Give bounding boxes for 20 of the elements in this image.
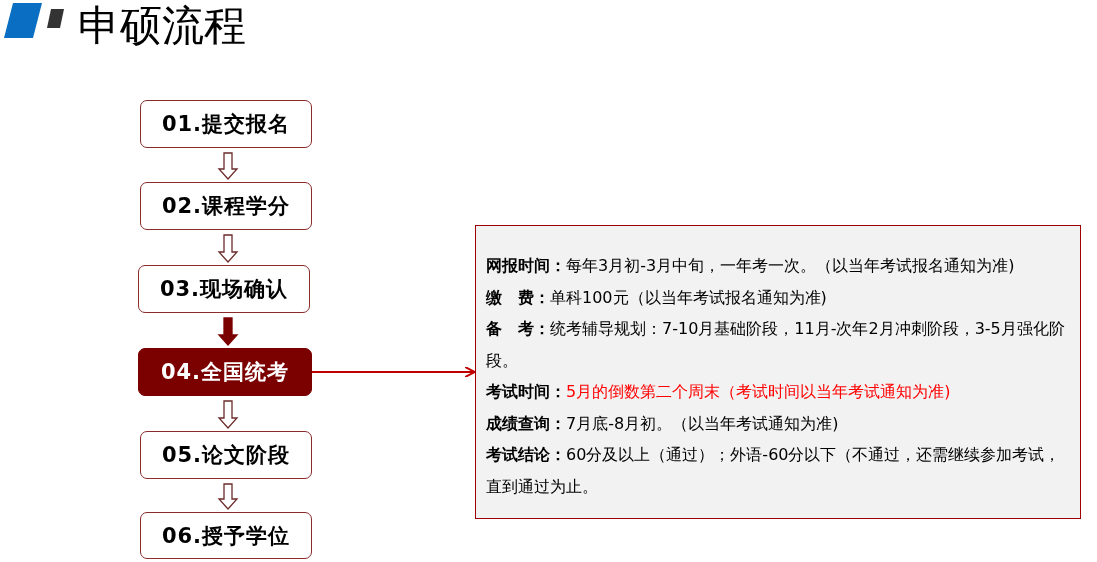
- step-box: 03.现场确认: [138, 265, 310, 313]
- info-text: 考试结论：60分及以上（通过）；外语-60分以下（不通过，还需继续参加考试，直到通过为止。: [486, 444, 1062, 498]
- info-text: 缴 费：单科100元（以当年考试报名通知为准): [486, 286, 828, 309]
- step-box: 01.提交报名: [140, 100, 312, 148]
- block-arrow: [217, 400, 239, 429]
- info-text: 网报时间：每年3月初-3月中旬，一年考一次。（以当年考试报名通知为准): [486, 255, 1016, 277]
- step-box: 05.论文阶段: [140, 431, 312, 479]
- arrow: [311, 366, 476, 378]
- block-arrow: [217, 317, 239, 346]
- block-arrow: [217, 483, 239, 510]
- info-text: 成绩查询：7月底-8月初。（以当年考试通知为准): [486, 412, 840, 435]
- step-box: 02.课程学分: [140, 182, 312, 230]
- title: 申硕流程: [78, 0, 246, 52]
- info-text: 考试时间：5月的倒数第二个周末（考试时间以当年考试通知为准): [486, 381, 952, 403]
- block-arrow: [217, 152, 239, 180]
- info-panel: [475, 225, 1081, 519]
- block-arrow: [217, 234, 239, 263]
- step-box: 04.全国统考: [138, 348, 312, 396]
- step-box: 06.授予学位: [140, 512, 312, 559]
- info-text: 备 考：统考辅导规划：7-10月基础阶段，11月-次年2月冲刺阶段，3-5月强化阶段。: [486, 318, 1066, 372]
